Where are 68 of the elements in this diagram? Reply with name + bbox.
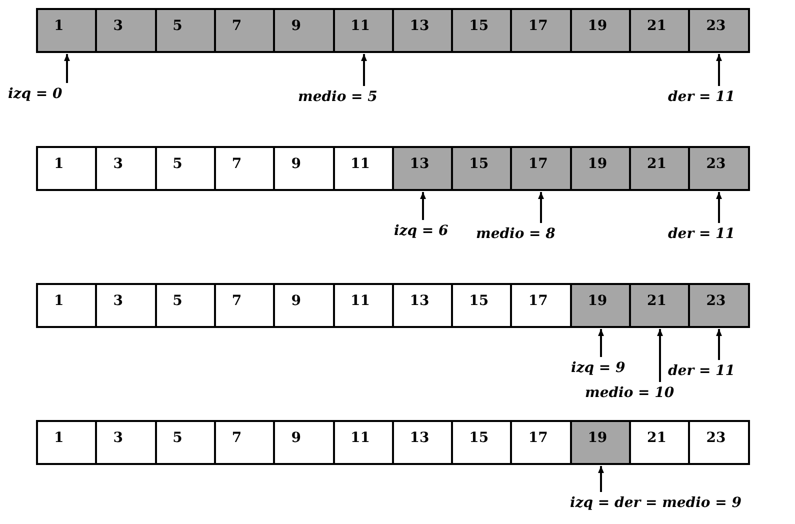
array-cell: 9 bbox=[273, 420, 335, 465]
array-cell: 17 bbox=[510, 8, 572, 53]
array-cell: 7 bbox=[214, 8, 276, 53]
array-cell: 7 bbox=[214, 420, 276, 465]
array-cell: 21 bbox=[629, 283, 691, 328]
array-cell: 15 bbox=[451, 420, 513, 465]
array-cell: 11 bbox=[332, 420, 394, 465]
array-cell: 17 bbox=[510, 420, 572, 465]
pointer-label: izq = 0 bbox=[8, 86, 62, 102]
array-cell: 1 bbox=[36, 8, 98, 53]
array-cell: 1 bbox=[36, 283, 98, 328]
array-cell: 19 bbox=[570, 146, 632, 191]
arrow bbox=[420, 192, 426, 220]
array-cell: 23 bbox=[688, 146, 750, 191]
array-cell: 21 bbox=[629, 420, 691, 465]
array-cell: 11 bbox=[332, 146, 394, 191]
array-cell: 3 bbox=[95, 8, 158, 53]
array-cell: 23 bbox=[688, 8, 750, 53]
array-cell: 3 bbox=[95, 420, 158, 465]
array-cell: 23 bbox=[688, 283, 750, 328]
array-cell: 17 bbox=[510, 283, 572, 328]
array-cell: 1 bbox=[36, 146, 98, 191]
array-cell: 11 bbox=[332, 8, 394, 53]
array-cell: 23 bbox=[688, 420, 750, 465]
arrow bbox=[657, 329, 663, 382]
array-cell: 1 bbox=[36, 420, 98, 465]
array-cell: 19 bbox=[570, 283, 632, 328]
array-cell: 9 bbox=[273, 8, 335, 53]
array-cell: 13 bbox=[392, 420, 454, 465]
array-cell: 19 bbox=[570, 8, 632, 53]
arrow bbox=[716, 192, 722, 223]
pointer-label: der = 11 bbox=[668, 226, 736, 242]
array-cell: 17 bbox=[510, 146, 572, 191]
pointer-label: izq = der = medio = 9 bbox=[570, 495, 742, 511]
array-cell: 19 bbox=[570, 420, 632, 465]
arrow bbox=[538, 192, 544, 223]
array-cell: 5 bbox=[154, 283, 216, 328]
array-cell: 7 bbox=[214, 146, 276, 191]
pointer-label: der = 11 bbox=[668, 363, 736, 379]
array-cell: 9 bbox=[273, 283, 335, 328]
array-cell: 21 bbox=[629, 8, 691, 53]
pointer-label: medio = 8 bbox=[476, 226, 556, 242]
array-cell: 15 bbox=[451, 146, 513, 191]
array-cell: 15 bbox=[451, 283, 513, 328]
pointer-label: der = 11 bbox=[668, 89, 736, 105]
array-cell: 11 bbox=[332, 283, 394, 328]
arrow bbox=[598, 466, 604, 492]
array-cell: 7 bbox=[214, 283, 276, 328]
pointer-label: izq = 9 bbox=[571, 360, 626, 376]
array-cell: 13 bbox=[392, 146, 454, 191]
array-cell: 5 bbox=[154, 146, 216, 191]
array-cell: 21 bbox=[629, 146, 691, 191]
pointer-label: medio = 10 bbox=[585, 385, 674, 401]
pointer-label: medio = 5 bbox=[298, 89, 378, 105]
arrow bbox=[64, 54, 70, 83]
arrow bbox=[716, 54, 722, 86]
arrow bbox=[598, 329, 604, 357]
array-cell: 9 bbox=[273, 146, 335, 191]
array-cell: 5 bbox=[154, 8, 216, 53]
array-cell: 13 bbox=[392, 283, 454, 328]
array-cell: 5 bbox=[154, 420, 216, 465]
arrow bbox=[361, 54, 367, 86]
arrow bbox=[716, 329, 722, 360]
array-cell: 3 bbox=[95, 146, 158, 191]
array-cell: 13 bbox=[392, 8, 454, 53]
array-cell: 3 bbox=[95, 283, 158, 328]
pointer-label: izq = 6 bbox=[394, 223, 448, 239]
array-cell: 15 bbox=[451, 8, 513, 53]
